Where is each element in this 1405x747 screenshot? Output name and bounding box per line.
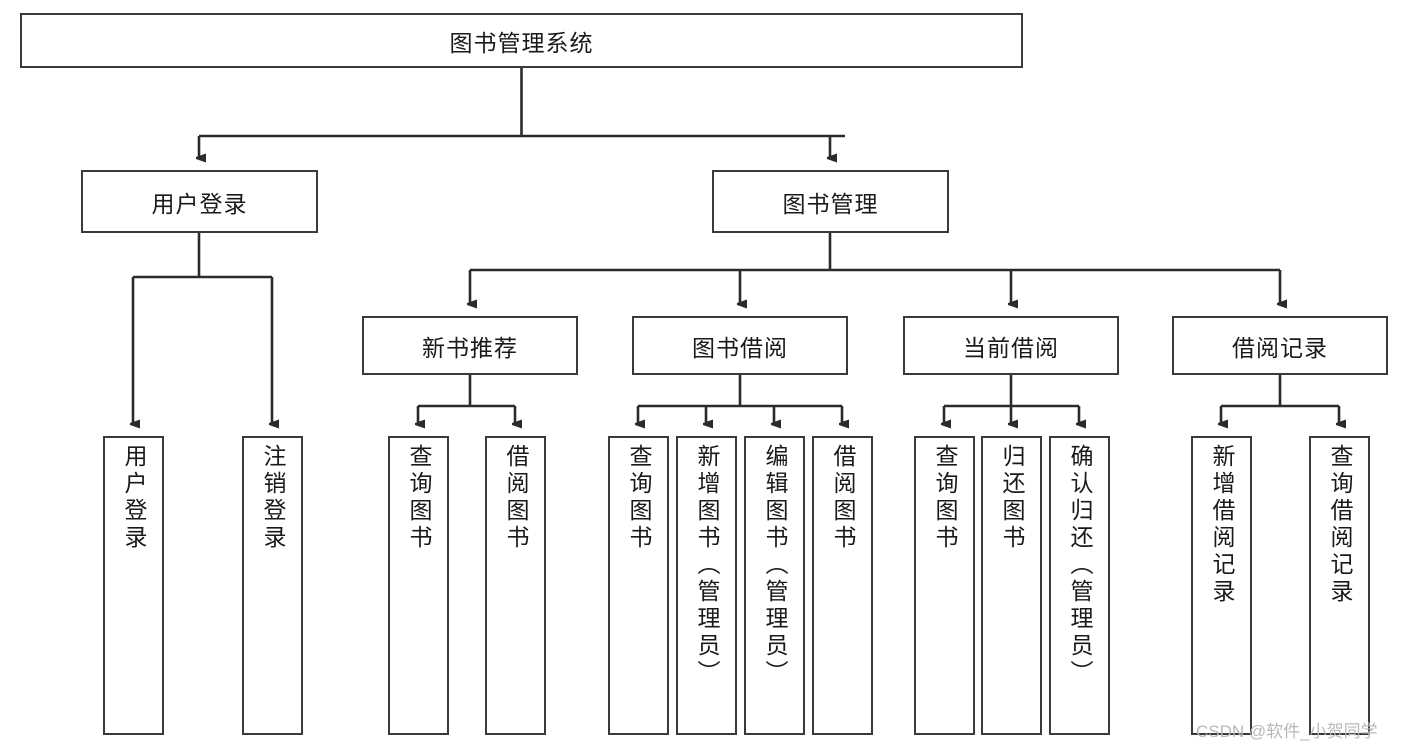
node-label: 查询借阅记录: [1327, 444, 1353, 606]
node-label: 查询图书: [932, 444, 958, 552]
node-current-borrow[interactable]: 当前借阅: [903, 316, 1119, 375]
node-leaf-book-borrow-edit[interactable]: 编辑图书（管理员）: [744, 436, 805, 735]
node-label: 图书管理: [782, 190, 879, 217]
node-label: 当前借阅: [963, 334, 1059, 361]
node-leaf-new-book-query[interactable]: 查询图书: [388, 436, 449, 735]
node-label: 图书借阅: [692, 334, 788, 361]
node-label: 确认归还（管理员）: [1067, 444, 1093, 687]
node-leaf-book-borrow-borrow[interactable]: 借阅图书: [812, 436, 873, 735]
node-label: 图书管理系统: [449, 29, 594, 56]
node-leaf-borrow-record-add[interactable]: 新增借阅记录: [1191, 436, 1252, 735]
node-label: 查询图书: [626, 444, 652, 552]
node-label: 新书推荐: [422, 334, 518, 361]
node-leaf-book-borrow-add[interactable]: 新增图书（管理员）: [676, 436, 737, 735]
node-label: 借阅记录: [1232, 334, 1328, 361]
node-user-login[interactable]: 用户登录: [81, 170, 318, 233]
node-label: 用户登录: [121, 444, 147, 552]
node-leaf-new-book-borrow[interactable]: 借阅图书: [485, 436, 546, 735]
node-leaf-book-borrow-query[interactable]: 查询图书: [608, 436, 669, 735]
node-label: 归还图书: [999, 444, 1025, 552]
node-borrow-record[interactable]: 借阅记录: [1172, 316, 1388, 375]
node-new-book-recommend[interactable]: 新书推荐: [362, 316, 578, 375]
node-leaf-user-login-login[interactable]: 用户登录: [103, 436, 164, 735]
node-label: 编辑图书（管理员）: [762, 444, 788, 687]
node-label: 注销登录: [260, 444, 286, 552]
node-leaf-user-login-logout[interactable]: 注销登录: [242, 436, 303, 735]
node-root-book-management-system[interactable]: 图书管理系统: [20, 13, 1023, 68]
node-leaf-current-borrow-query[interactable]: 查询图书: [914, 436, 975, 735]
node-leaf-borrow-record-query[interactable]: 查询借阅记录: [1309, 436, 1370, 735]
node-book-management[interactable]: 图书管理: [712, 170, 949, 233]
node-label: 新增借阅记录: [1209, 444, 1235, 606]
node-book-borrow[interactable]: 图书借阅: [632, 316, 848, 375]
node-label: 新增图书（管理员）: [694, 444, 720, 687]
node-label: 查询图书: [406, 444, 432, 552]
node-leaf-current-borrow-confirm-return[interactable]: 确认归还（管理员）: [1049, 436, 1110, 735]
node-label: 借阅图书: [503, 444, 529, 552]
node-label: 用户登录: [151, 190, 248, 217]
node-leaf-current-borrow-return[interactable]: 归还图书: [981, 436, 1042, 735]
node-label: 借阅图书: [830, 444, 856, 552]
